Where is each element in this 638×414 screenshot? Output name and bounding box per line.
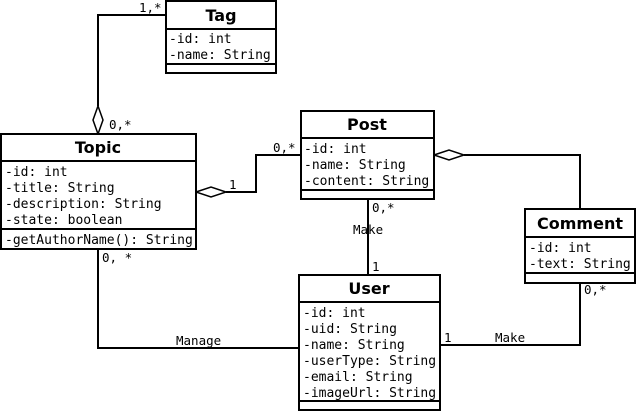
topic-user-topic-multiplicity: 0, * <box>102 250 132 265</box>
user-class-name: User <box>348 279 389 298</box>
user-attribute: -userType: String <box>303 354 436 369</box>
comment-user-user-multiplicity: 1 <box>444 330 452 345</box>
topic-post-connector <box>226 154 301 193</box>
class-comment[interactable] <box>524 208 636 284</box>
post-user-label: Make <box>353 222 383 237</box>
topic-post-topic-multiplicity: 1 <box>229 177 237 192</box>
post-user-user-multiplicity: 1 <box>372 259 380 274</box>
tag-topic-tag-multiplicity: 1,* <box>139 0 162 15</box>
topic-method: -getAuthorName(): String <box>5 233 193 248</box>
post-attribute: -content: String <box>304 174 429 189</box>
user-attribute: -email: String <box>303 370 413 385</box>
comment-user-comment-multiplicity: 0,* <box>584 282 607 297</box>
topic-user-label: Manage <box>176 333 221 348</box>
topic-attribute: -id: int <box>5 165 68 180</box>
comment-user-label: Make <box>495 330 525 345</box>
tag-attribute: -name: String <box>169 48 271 63</box>
post-comment-aggregation-diamond <box>431 149 467 161</box>
topic-aggregation-diamond <box>92 103 104 137</box>
post-attribute: -name: String <box>304 158 406 173</box>
comment-attribute: -text: String <box>529 257 631 272</box>
topic-post-aggregation-diamond <box>193 186 229 198</box>
tag-class-name: Tag <box>205 6 236 25</box>
class-topic[interactable] <box>0 133 197 250</box>
tag-topic-connector <box>97 14 166 106</box>
topic-user-connector <box>97 249 299 349</box>
comment-user-connector <box>440 283 581 346</box>
post-attribute: -id: int <box>304 142 367 157</box>
topic-attribute: -state: boolean <box>5 213 122 228</box>
user-attribute: -id: int <box>303 306 366 321</box>
comment-class-name: Comment <box>537 214 623 233</box>
topic-post-post-multiplicity: 0,* <box>273 140 296 155</box>
post-class-name: Post <box>347 115 387 134</box>
comment-attribute: -id: int <box>529 241 592 256</box>
class-post[interactable] <box>300 110 435 200</box>
user-attribute: -name: String <box>303 338 405 353</box>
user-attribute: -uid: String <box>303 322 397 337</box>
tag-topic-topic-multiplicity: 0,* <box>109 117 132 132</box>
post-user-post-multiplicity: 0,* <box>372 200 395 215</box>
class-tag[interactable] <box>165 0 277 74</box>
topic-class-name: Topic <box>75 138 121 157</box>
tag-attribute: -id: int <box>169 32 232 47</box>
topic-attribute: -title: String <box>5 181 115 196</box>
topic-attribute: -description: String <box>5 197 162 212</box>
post-comment-connector <box>464 154 581 209</box>
user-attribute: -imageUrl: String <box>303 386 436 401</box>
class-user[interactable] <box>298 274 441 411</box>
